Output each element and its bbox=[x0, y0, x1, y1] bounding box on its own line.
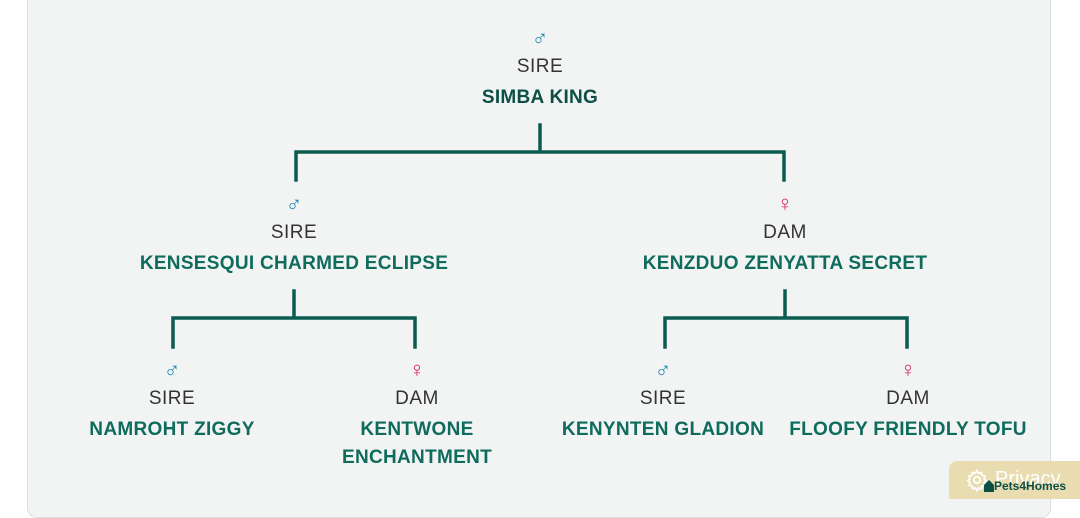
connector-sire-to-grandparents bbox=[171, 289, 417, 349]
node-role: DAM bbox=[395, 388, 439, 409]
male-symbol-icon: ♂ bbox=[163, 357, 181, 382]
connector-dam-to-grandparents bbox=[663, 289, 909, 349]
node-name: KENZDUO ZENYATTA SECRET bbox=[642, 253, 928, 274]
pedigree-node-dam: ♀ DAM KENZDUO ZENYATTA SECRET bbox=[625, 192, 945, 278]
pedigree-node-dam-sire: ♂ SIRE KENYNTEN GLADION bbox=[553, 358, 773, 444]
male-symbol-icon: ♂ bbox=[531, 25, 549, 50]
node-role: SIRE bbox=[516, 56, 564, 77]
brand-name: Pets4Homes bbox=[994, 479, 1067, 493]
node-role: SIRE bbox=[270, 222, 318, 243]
gear-icon bbox=[966, 469, 988, 492]
pedigree-panel bbox=[27, 0, 1051, 518]
node-role: DAM bbox=[763, 222, 807, 243]
privacy-label: Privacy bbox=[995, 468, 1061, 490]
pedigree-node-sire-sire: ♂ SIRE NAMROHT ZIGGY bbox=[62, 358, 282, 444]
pedigree-node-root: ♂ SIRE SIMBA KING bbox=[380, 26, 700, 112]
node-name: NAMROHT ZIGGY bbox=[89, 419, 255, 440]
pedigree-connectors bbox=[171, 123, 909, 349]
female-symbol-icon: ♀ bbox=[776, 191, 794, 216]
pedigree-node-dam-dam: ♀ DAM FLOOFY FRIENDLY TOFU bbox=[788, 358, 1028, 444]
node-name: SIMBA KING bbox=[481, 87, 599, 108]
connector-root-to-parents bbox=[294, 123, 786, 182]
male-symbol-icon: ♂ bbox=[654, 357, 672, 382]
node-name: KENTWONE ENCHANTMENT bbox=[341, 419, 492, 468]
node-name: FLOOFY FRIENDLY TOFU bbox=[789, 419, 1027, 440]
node-role: DAM bbox=[886, 388, 930, 409]
pedigree-node-sire-dam: ♀ DAM KENTWONE ENCHANTMENT bbox=[317, 358, 517, 472]
privacy-settings-button[interactable]: Privacy Pets4Homes bbox=[949, 461, 1080, 499]
node-name: KENYNTEN GLADION bbox=[561, 419, 765, 440]
node-role: SIRE bbox=[148, 388, 196, 409]
node-role: SIRE bbox=[639, 388, 687, 409]
female-symbol-icon: ♀ bbox=[408, 357, 426, 382]
pets4homes-logo-icon bbox=[984, 480, 994, 492]
node-name: KENSESQUI CHARMED ECLIPSE bbox=[139, 253, 449, 274]
male-symbol-icon: ♂ bbox=[285, 191, 303, 216]
pedigree-node-sire: ♂ SIRE KENSESQUI CHARMED ECLIPSE bbox=[134, 192, 454, 278]
female-symbol-icon: ♀ bbox=[899, 357, 917, 382]
